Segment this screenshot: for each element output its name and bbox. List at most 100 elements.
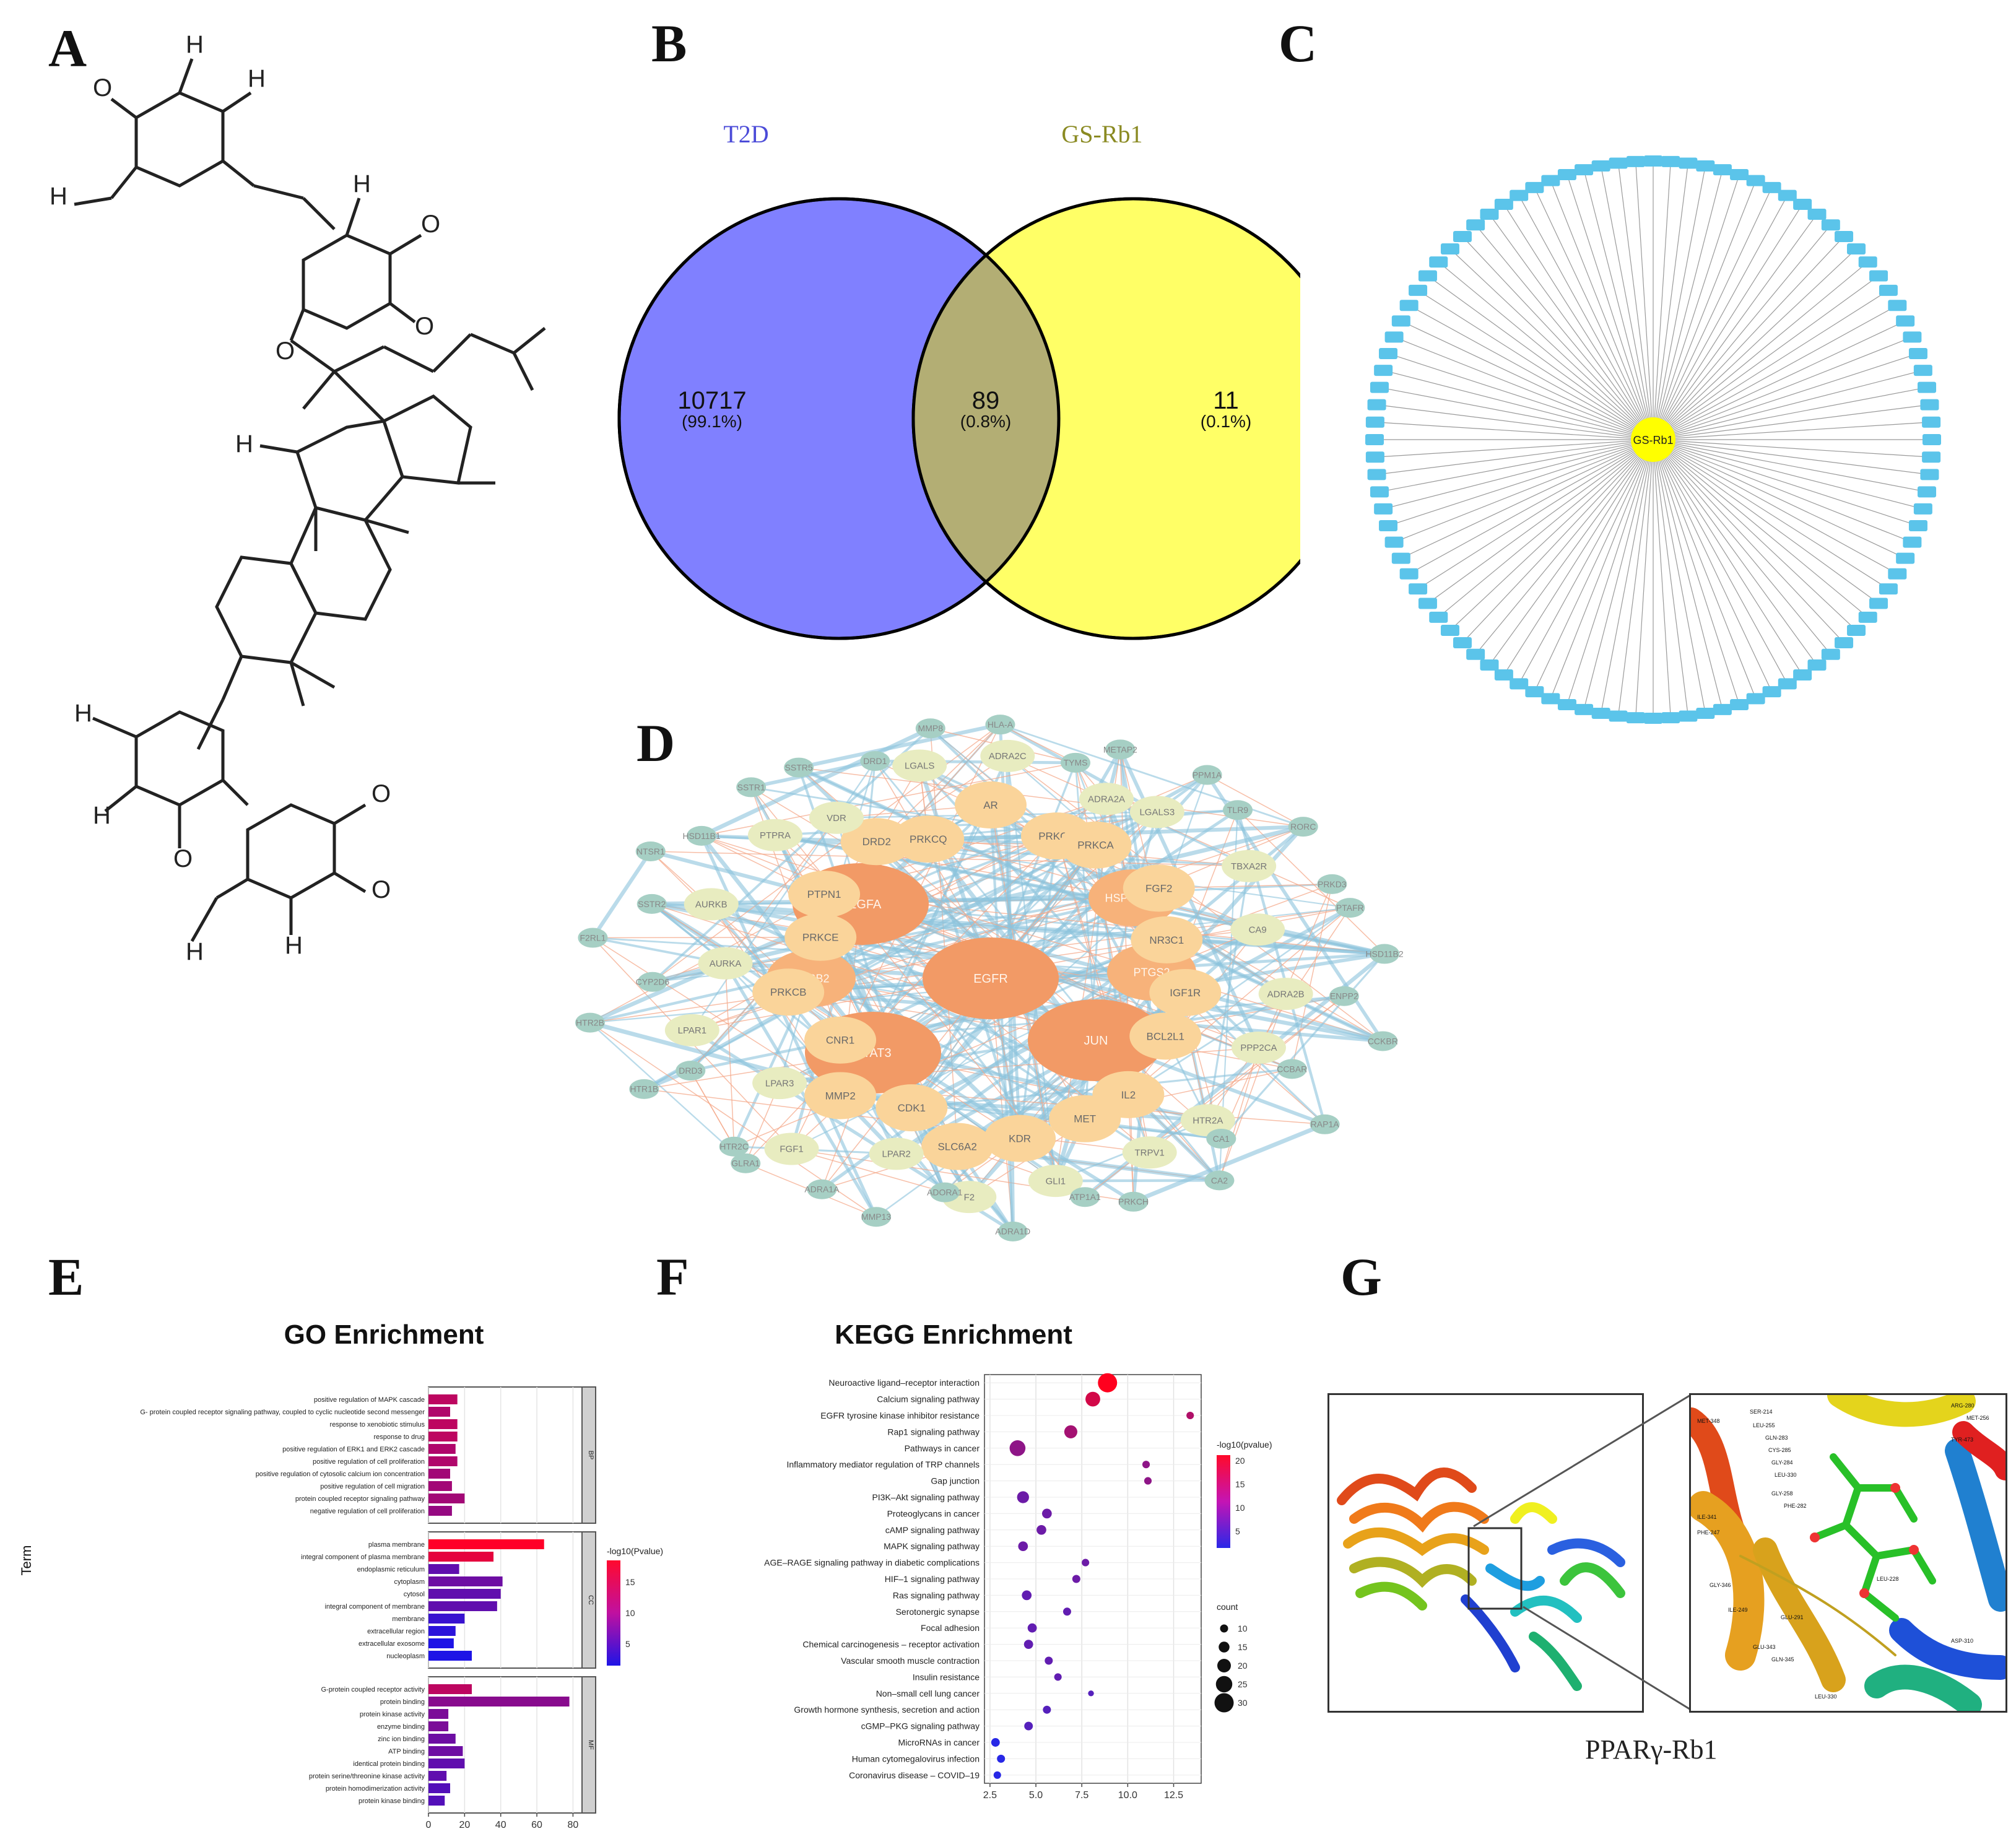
kegg-point [1017,1491,1029,1503]
target-node [1847,243,1866,254]
kegg-term-label: Calcium signaling pathway [877,1394,980,1404]
ppi-node [1118,1191,1149,1212]
ppi-edge [1220,953,1386,1140]
target-node [1821,219,1840,231]
network-edge [1503,439,1654,676]
target-node [1713,703,1732,715]
residue-label: LEU-330 [1775,1472,1797,1478]
target-node [1591,160,1610,172]
go-bar [428,1796,445,1806]
kegg-point [991,1738,1000,1747]
ppi-node [1131,916,1203,963]
go-term-label: enzyme binding [377,1723,425,1731]
ppi-node [747,819,802,851]
go-term-label: protein coupled receptor signaling pathw… [295,1495,425,1503]
network-edge [1653,204,1803,440]
svg-text:H: H [50,183,67,210]
venn-label-right: GS-Rb1 [1061,120,1142,148]
network-edge [1653,174,1740,440]
ppi-node-label: LGALS [905,761,934,772]
network-edge [1653,276,1879,440]
ppi-node [955,781,1027,828]
svg-text:H: H [285,932,303,959]
network-edge [1394,336,1654,440]
ppi-node [1222,800,1253,820]
network-edge [1653,439,1927,492]
ppi-node [764,1133,819,1165]
ppi-node-label: PPM1A [1193,770,1222,780]
target-node [1510,189,1529,201]
target-node [1913,365,1932,376]
network-edge [1618,439,1654,716]
go-bar [428,1626,456,1636]
residue-label: MET-348 [1697,1418,1720,1424]
ppi-node-label: DRD3 [679,1066,702,1076]
network-edge [1653,439,1706,714]
target-node [1869,270,1888,282]
ppi-node-label: LPAR3 [765,1078,794,1089]
go-term-label: protein binding [380,1698,425,1706]
ppi-node [664,1014,719,1046]
ppi-node-label: ADRA2B [1267,989,1305,999]
ppi-edge [1055,1179,1220,1183]
network-edge [1375,439,1654,458]
network-edge [1653,195,1788,440]
target-node [1370,381,1389,393]
ppi-node-label: TRPV1 [1134,1147,1164,1158]
kegg-size-legend-title: count [1217,1602,1238,1612]
ppi-node-label: HTR2B [576,1018,604,1028]
residue-label: ARG-280 [1951,1402,1975,1409]
kegg-term-label: Insulin resistance [913,1672,980,1682]
ppi-node-label: EGFR [973,972,1008,986]
ppi-node [1204,1170,1235,1191]
ppi-edge [690,1070,735,1147]
network-edge [1653,439,1671,718]
kegg-term-label: cGMP–PKG signaling pathway [861,1721,980,1731]
ppi-node-label: HSD11B1 [682,831,720,841]
target-node [1391,552,1410,564]
network-edge [1653,165,1706,440]
venn-right-count: 11 [1213,387,1239,414]
target-node [1835,230,1854,242]
target-node [1379,347,1398,359]
ppi-node-label: F2RL1 [580,933,606,942]
target-node [1418,270,1437,282]
network-edge [1653,187,1773,440]
ppi-node [752,968,825,1016]
network-edge [1566,439,1654,705]
target-node [1879,583,1898,595]
ppi-node [1206,1128,1236,1149]
network-edge [1653,320,1906,440]
svg-text:O: O [415,313,434,340]
svg-text:H: H [186,938,204,965]
ppi-node [915,718,945,739]
kegg-term-label: Vascular smooth muscle contraction [841,1656,980,1666]
go-x-tick: 40 [495,1820,506,1830]
ppi-edge [821,845,1097,1190]
network-edge [1401,439,1654,559]
target-node [1903,536,1922,548]
compound-target-network: GS-Rb1 [1365,155,1941,724]
kegg-point [1018,1541,1028,1552]
kegg-size-legend-dot [1215,1676,1233,1693]
target-node [1440,625,1459,637]
kegg-term-label: Human cytomegalovirus infection [852,1754,980,1763]
go-bar [428,1684,472,1694]
ppi-node [637,972,667,992]
ppi-node-label: MMP13 [861,1212,891,1222]
target-node [1541,175,1560,186]
go-term-label: negative regulation of cell proliferatio… [310,1508,425,1515]
ppi-edge [651,902,1385,956]
network-edge [1653,422,1932,440]
residue-label: LEU-255 [1753,1422,1775,1428]
target-node [1367,469,1386,480]
ppi-node-label: CNR1 [826,1035,854,1046]
network-edge [1394,439,1654,543]
target-node [1494,199,1513,211]
ppi-edge [724,963,735,1147]
kegg-term-label: Rap1 signaling pathway [887,1427,980,1437]
kegg-color-legend-tick: 10 [1235,1503,1245,1513]
ppi-node [578,928,608,948]
target-node [1821,648,1840,660]
